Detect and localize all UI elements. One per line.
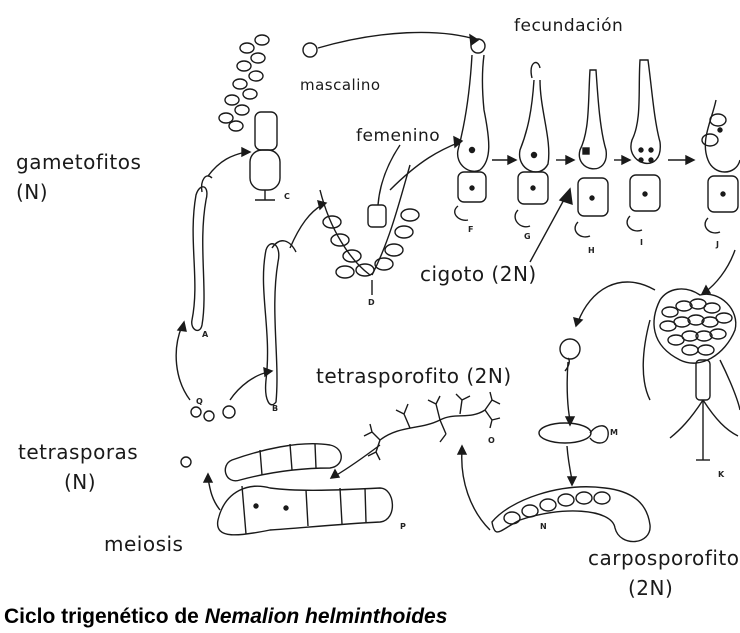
letter-i: I: [640, 238, 643, 247]
stage-h: [575, 70, 608, 237]
cigoto-pointer: [530, 196, 566, 262]
stage-i: [627, 60, 660, 231]
arrow-q-to-a: [176, 326, 190, 400]
arrow-b-to-d: [290, 205, 322, 248]
stage-n: [492, 487, 650, 542]
figure-caption: Ciclo trigenético de Nemalion helminthoi…: [4, 605, 447, 629]
letter-c: C: [284, 192, 290, 201]
arrow-q-to-b: [230, 372, 268, 400]
label-gametofitos: gametofitos: [16, 150, 141, 174]
arrow-k-to-carpospore: [578, 282, 655, 322]
arrow-d-to-f: [390, 142, 460, 190]
arrow-spermatium: [318, 32, 478, 48]
label-carposporofito: carposporofito: [588, 546, 739, 570]
label-cigoto: cigoto (2N): [420, 262, 537, 286]
stage-j: [702, 100, 740, 233]
caption-prefix: Ciclo trigenético de: [4, 605, 205, 628]
stage-f: [455, 39, 489, 220]
tetraspores-q: [181, 406, 235, 467]
label-tetrasporas-ploidy: (N): [64, 470, 96, 494]
gametophyte-b: [263, 244, 278, 405]
carposporophyte-k: [643, 289, 740, 460]
letter-q: Q: [196, 397, 203, 406]
label-tetrasporofito: tetrasporofito (2N): [316, 364, 512, 388]
letter-f: F: [468, 225, 473, 234]
letter-k: K: [718, 470, 724, 479]
caption-species: Nemalion helminthoides: [205, 605, 448, 628]
letter-g: G: [524, 232, 531, 241]
male-gametophyte-c: [219, 35, 280, 200]
arrow-p-to-q: [208, 478, 220, 510]
stage-p: [218, 444, 393, 535]
stage-g: [515, 63, 549, 227]
label-mascalino: mascalino: [300, 76, 381, 94]
label-carposporofito-ploidy: (2N): [628, 576, 673, 600]
label-tetrasporas: tetrasporas: [18, 440, 138, 464]
label-fecundacion: fecundación: [514, 16, 623, 36]
female-gametophyte-d: [320, 145, 419, 295]
tetrasporophyte-o: [364, 392, 500, 460]
arrow-a-to-c: [208, 152, 246, 176]
letter-o: O: [488, 436, 495, 445]
letter-b: B: [272, 404, 278, 413]
stage-m: [539, 423, 608, 443]
arrow-n-to-o: [462, 450, 490, 530]
label-femenino: femenino: [356, 126, 440, 146]
letter-d: D: [368, 298, 375, 307]
gametophyte-a: [192, 187, 207, 331]
label-gametofitos-ploidy: (N): [16, 180, 48, 204]
label-meiosis: meiosis: [104, 532, 183, 556]
letter-n: N: [540, 522, 547, 531]
letter-a: A: [202, 330, 208, 339]
letter-p: P: [400, 522, 406, 531]
letter-j: J: [716, 240, 719, 249]
carpospore: [560, 339, 580, 359]
letter-m: M: [610, 428, 618, 437]
spermatium: [303, 43, 317, 57]
letter-h: H: [588, 246, 595, 255]
arrow-o-to-p: [335, 445, 380, 476]
